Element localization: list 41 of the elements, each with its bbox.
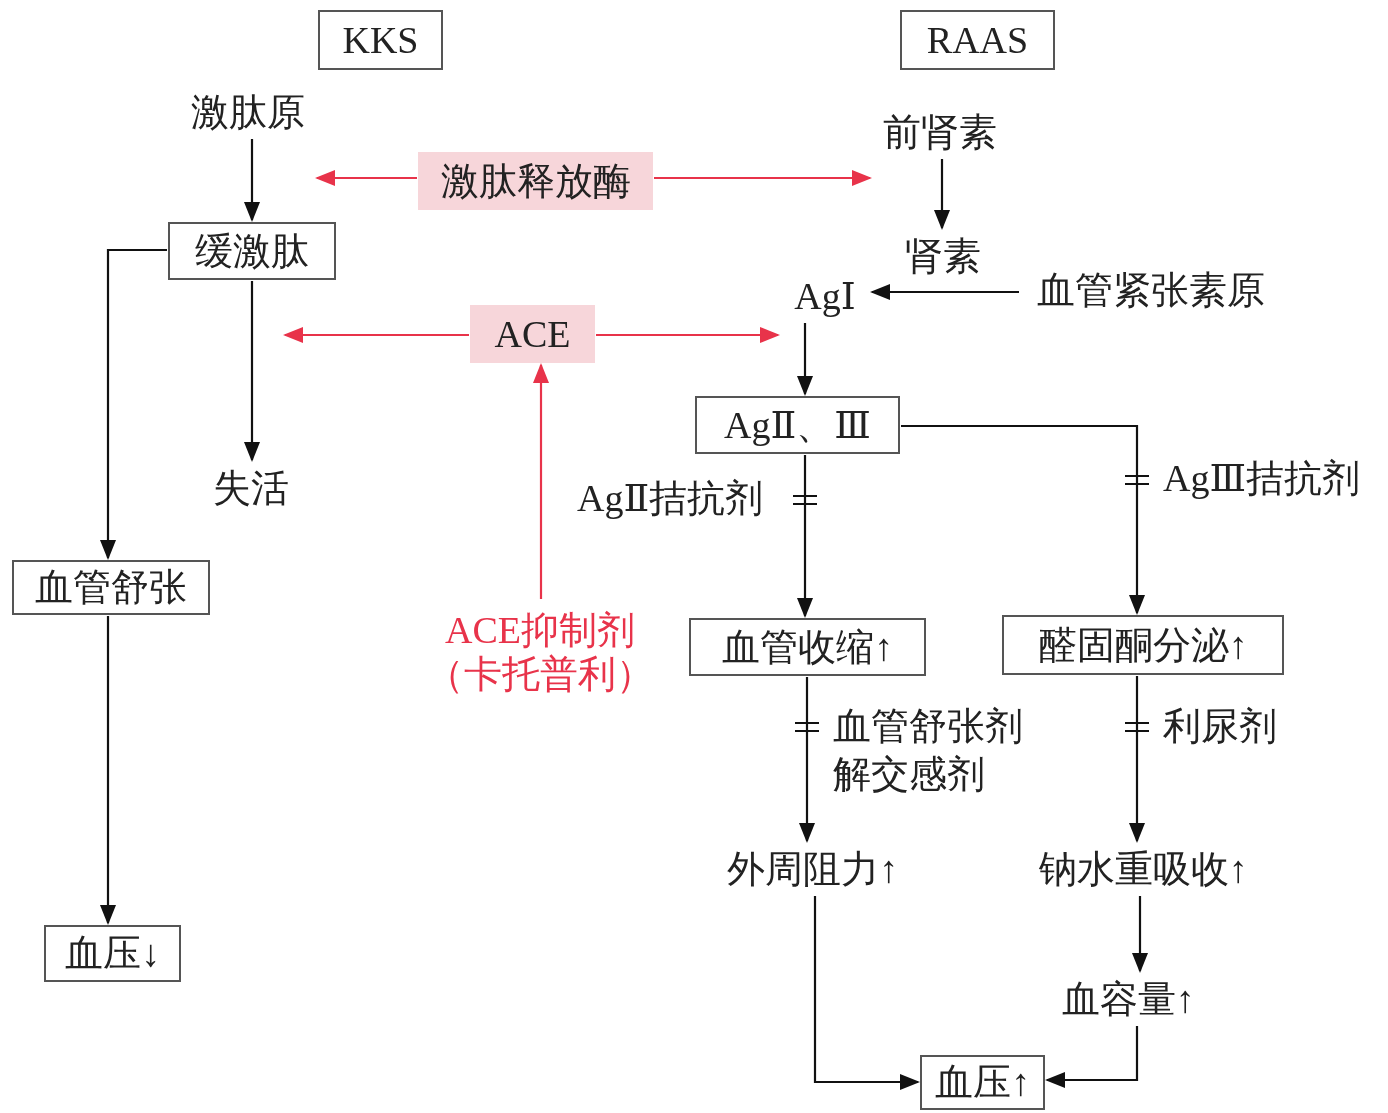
term-box: AgⅡ、Ⅲ [695,396,900,454]
term-box: 醛固酮分泌↑ [1002,615,1284,675]
blocked-arrow [899,424,1151,615]
term-label: 前肾素 [872,106,1007,158]
arrow [596,327,780,343]
term-label: 血容量↑ [1043,973,1213,1025]
term-label: 失活 [203,462,298,514]
drug-label: （卡托普利） [426,652,654,697]
term-label: 激肽原 [180,86,315,138]
arrow [100,616,116,925]
arrow [1132,896,1148,973]
term-box: 血管收缩↑ [689,618,926,676]
term-box: 血管舒张 [12,560,210,615]
blocked-arrow [791,453,819,618]
term-box: 血压↓ [44,925,181,982]
arrow [100,248,167,560]
arrow [654,170,872,186]
arrow [283,327,469,343]
term-box: 血压↑ [920,1055,1045,1110]
blocked-arrow [793,675,821,843]
enzyme-label: 激肽释放酶 [418,152,653,210]
term-label: 钠水重吸收↑ [1012,843,1274,895]
term-label: AgⅠ [780,270,870,322]
arrow [1045,1026,1139,1088]
term-box: RAAS [900,10,1055,70]
arrow [244,281,260,462]
term-box: 缓激肽 [168,222,336,280]
arrow [533,363,549,599]
arrow [315,170,417,186]
arrow [870,284,1019,300]
arrow [797,323,813,396]
arrow [244,139,260,222]
arrow [813,896,920,1090]
term-label: 血管紧张素原 [1020,264,1282,316]
blocked-arrow [1123,674,1151,843]
enzyme-label: ACE [470,305,595,363]
term-label: 外周阻力↑ [705,843,920,895]
term-box: KKS [318,10,443,70]
arrow [934,159,950,230]
term-label: 肾素 [893,230,993,282]
drug-label: ACE抑制剂 [445,608,635,653]
